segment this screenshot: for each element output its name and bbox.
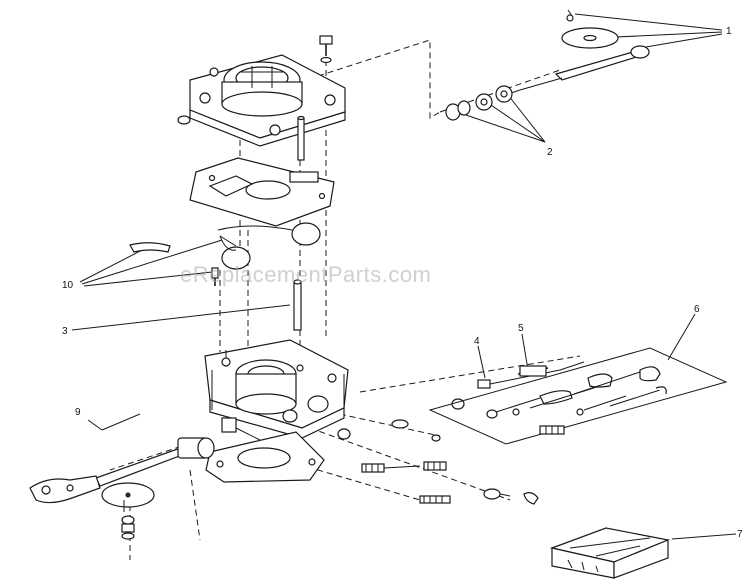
- leader-lines: [71, 13, 737, 540]
- lower-gasket: [205, 431, 325, 483]
- top-screw: [319, 35, 333, 64]
- idle-screws-springs: [337, 419, 539, 505]
- carburetor-top-cover: [189, 54, 346, 147]
- callout-1: 1: [726, 26, 732, 37]
- throttle-shaft-group: [507, 9, 650, 95]
- needle-jet: [293, 279, 302, 331]
- lower-throttle-shaft: [29, 437, 215, 540]
- callout-9: 9: [75, 407, 81, 418]
- callout-5: 5: [518, 323, 524, 334]
- watermark-text: eReplacementParts.com: [180, 262, 432, 287]
- callout-10: 10: [62, 280, 74, 291]
- carburetor-body: [204, 339, 349, 441]
- small-washer: [177, 115, 191, 125]
- callout-7: 7: [737, 529, 743, 540]
- throttle-washers: [445, 85, 513, 121]
- callout-6: 6: [694, 304, 700, 315]
- callout-4: 4: [474, 336, 480, 347]
- vertical-pin: [297, 115, 305, 161]
- mixture-screws: [451, 361, 585, 410]
- callout-2: 2: [547, 147, 553, 158]
- repair-kit-panel: [428, 347, 728, 445]
- kit-package: [549, 527, 671, 579]
- callout-3: 3: [62, 326, 68, 337]
- float-assembly: [129, 222, 321, 286]
- gasket: [189, 157, 335, 227]
